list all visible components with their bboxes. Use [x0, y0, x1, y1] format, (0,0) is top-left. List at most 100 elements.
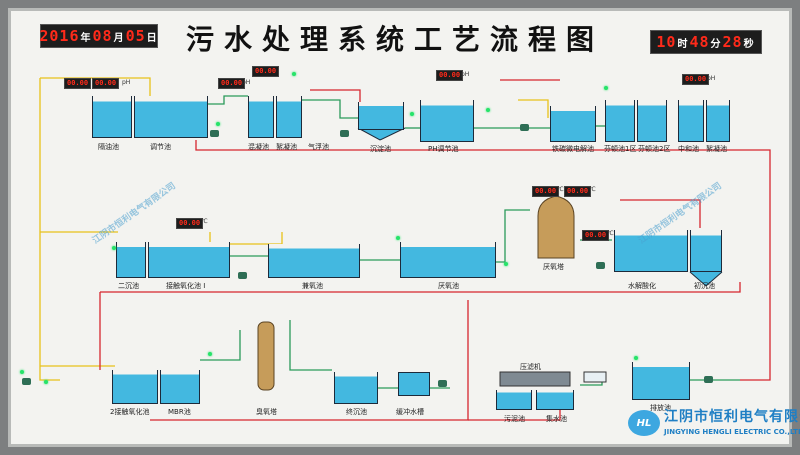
- tank-chendian1: [358, 102, 404, 130]
- tank-huanning: [248, 96, 274, 138]
- readout-r6-unit: pH: [707, 75, 716, 82]
- tank-fenton2: [637, 100, 667, 142]
- label-tietan: 铁碳微电解池: [552, 145, 594, 153]
- pump-icon: [520, 124, 529, 131]
- air-pipe-tietan: [518, 99, 549, 118]
- label-xuning: 絮凝池: [276, 143, 297, 151]
- tank-jishui: [536, 390, 574, 410]
- label-qifu: 气浮池: [308, 143, 329, 151]
- label-erchen: 二沉池: [118, 282, 139, 290]
- label-chendian1: 沉淀池: [370, 145, 391, 153]
- tank-chendian2: [334, 372, 378, 404]
- tank-xuning: [276, 96, 302, 138]
- water-pipe-10: [200, 330, 241, 361]
- water-pipe-2: [296, 99, 358, 119]
- label-zhonghe: 中和池: [678, 145, 699, 153]
- readout-r8: 00.00: [532, 186, 560, 197]
- tank-zhonghe: [678, 100, 704, 142]
- label-fenton1: 芬顿池1区: [604, 145, 637, 153]
- sludge-pipe-top2: [310, 89, 361, 108]
- tank-erchen: [116, 242, 146, 278]
- company-name-cn: 江阴市恒利电气有限公司: [664, 409, 800, 425]
- readout-r6: 00.00: [682, 74, 710, 85]
- label-ph: PH调节池: [428, 145, 459, 153]
- tank-mbr: [160, 370, 200, 404]
- readout-r10: 00.00: [582, 230, 610, 241]
- label-jianyang: 兼氧池: [302, 282, 323, 290]
- tank-paifang: [632, 362, 690, 400]
- label-geyou: 隔油池: [98, 143, 119, 151]
- tank-chuchen: [690, 230, 722, 272]
- label-fenton2: 芬顿池2区: [638, 145, 671, 153]
- readout-r9: 00.00: [564, 186, 592, 197]
- sludge-pipe-mid: [100, 282, 741, 293]
- label-chouyang: 臭氧塔: [256, 408, 277, 416]
- status-lamp-icon: [634, 356, 638, 360]
- tank-jiechu2: [112, 370, 158, 404]
- label-huanchong: 缓冲水槽: [396, 408, 424, 416]
- pump-icon: [210, 130, 219, 137]
- tank-wuni: [496, 390, 532, 410]
- label-wuni: 污泥池: [504, 415, 525, 423]
- sludge-pipe-top: [195, 140, 771, 200]
- page-title: 污水处理系统工艺流程图: [185, 23, 604, 56]
- company-logo: HL 江阴市恒利电气有限公司 JINGYING HENGLI ELECTRIC …: [624, 404, 800, 444]
- readout-r4: 00.00: [252, 66, 280, 77]
- status-lamp-icon: [604, 86, 608, 90]
- label-jishui: 集水池: [546, 415, 567, 423]
- label-huanning: 混凝池: [248, 143, 269, 151]
- label-mbr: MBR池: [168, 408, 191, 416]
- readout-r8-unit: ℃: [557, 186, 564, 193]
- tank-xuning2: [706, 100, 730, 142]
- status-lamp-icon: [44, 380, 48, 384]
- readout-r3-unit: pH: [242, 79, 251, 86]
- pump-icon: [238, 272, 247, 279]
- tank-tietan: [550, 106, 596, 142]
- label-yanyangta: 厌氧塔: [543, 263, 564, 271]
- label-xuning2: 絮凝池: [706, 145, 727, 153]
- pump-icon: [22, 378, 31, 385]
- label-shuijie: 水解酸化: [628, 282, 656, 290]
- tank-shuijie: [614, 230, 688, 272]
- pump-icon: [340, 130, 349, 137]
- status-lamp-icon: [504, 262, 508, 266]
- status-lamp-icon: [292, 72, 296, 76]
- tank-huanchong: [398, 372, 430, 396]
- label-chuchen: 初沉池: [694, 282, 715, 290]
- sludge-pipe-tank: [620, 199, 701, 228]
- filter-press-shape: [499, 371, 571, 387]
- air-pipe-left: [39, 78, 60, 381]
- pump-icon: [438, 380, 447, 387]
- status-lamp-icon: [208, 352, 212, 356]
- readout-r7: 00.00: [176, 218, 204, 229]
- ozone-tower-shape: [257, 321, 275, 391]
- status-lamp-icon: [112, 246, 116, 250]
- anaerobic-tower-shape: [537, 195, 575, 259]
- tank-yanyang: [400, 242, 496, 278]
- label-jiechu1: 接触氧化池 I: [166, 282, 206, 290]
- sludge-pipe-press: [468, 410, 561, 421]
- tank-ph: [420, 100, 474, 142]
- readout-r5-unit: pH: [461, 71, 470, 78]
- tank-fenton1: [605, 100, 635, 142]
- readout-r5: 00.00: [436, 70, 464, 81]
- water-pipe-8: [495, 209, 530, 263]
- pump-icon: [704, 376, 713, 383]
- readout-r1: 00.00: [64, 78, 92, 89]
- company-logo-mark: HL: [628, 410, 660, 436]
- tank-tiaojie: [134, 96, 208, 138]
- water-pipe-11: [289, 320, 332, 371]
- readout-r2: 00.00: [92, 78, 120, 89]
- tank-jianyang: [268, 244, 360, 278]
- status-lamp-icon: [486, 108, 490, 112]
- readout-r10-unit: ℃: [607, 230, 614, 237]
- label-tiaojie: 调节池: [150, 143, 171, 151]
- status-lamp-icon: [410, 112, 414, 116]
- sludge-pipe-right: [740, 200, 771, 381]
- status-lamp-icon: [396, 236, 400, 240]
- tank-geyou: [92, 96, 132, 138]
- label-chendian2: 终沉池: [346, 408, 367, 416]
- readout-r7-unit: ℃: [201, 218, 208, 225]
